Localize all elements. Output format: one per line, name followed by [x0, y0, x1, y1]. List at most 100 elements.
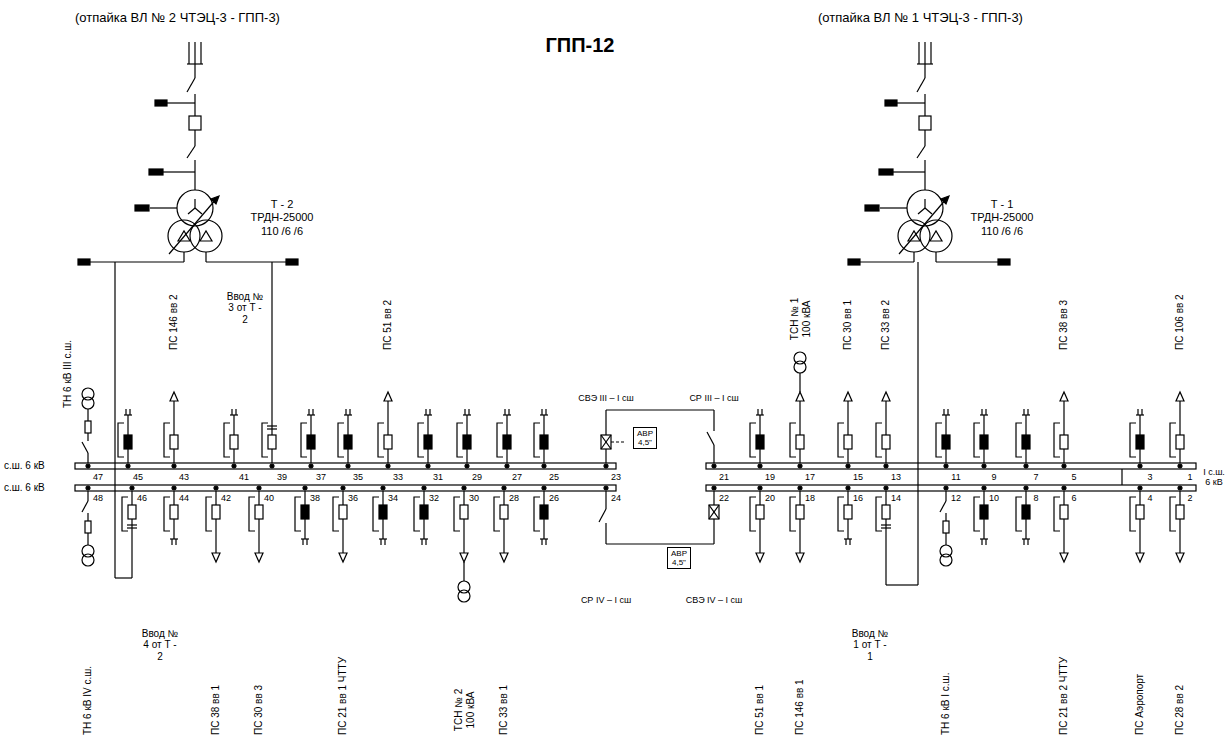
switchgear-cell — [418, 409, 432, 468]
bus-tap-dot — [884, 486, 888, 490]
cable-end — [302, 539, 303, 545]
switchgear-cell — [1054, 392, 1068, 468]
wire — [1139, 415, 1140, 435]
wye-mark — [195, 208, 202, 214]
wire — [87, 409, 88, 421]
withdrawable-bracket — [378, 423, 384, 457]
feeder-label: ПС 51 вв 2 — [382, 300, 394, 350]
circuit-breaker — [540, 505, 548, 519]
wire — [713, 519, 714, 544]
cable-end — [1023, 409, 1024, 415]
cable-end — [301, 538, 309, 539]
current-transformer — [267, 425, 277, 426]
wire — [759, 415, 760, 435]
feeder-label: ПС 51 вв 1 — [754, 685, 766, 735]
node-text: ТРДН-25000 — [251, 211, 314, 224]
cell-number: 36 — [348, 493, 358, 503]
switchgear-cell — [838, 392, 852, 468]
transformer-caption: Т - 1ТРДН-25000110 /6 /6 — [971, 198, 1034, 238]
cell-number: 9 — [991, 472, 996, 482]
bus-tap-dot — [1062, 464, 1066, 468]
cable-end — [463, 414, 471, 415]
circuit-breaker — [980, 435, 988, 449]
wire — [1139, 491, 1140, 505]
cell-number: 44 — [179, 493, 189, 503]
circuit-breaker — [756, 435, 764, 449]
circuit-breaker — [460, 505, 468, 519]
bus-tap-dot — [303, 486, 307, 490]
busbar-section — [706, 485, 1196, 491]
bus-tap-dot — [86, 464, 90, 468]
breaker-cross — [601, 435, 611, 449]
feeder-label: ТСН № 1 100 кВА — [789, 294, 812, 344]
withdrawable-bracket — [454, 497, 460, 531]
wire — [310, 449, 311, 463]
line-end — [930, 42, 931, 64]
cable-end — [124, 414, 132, 415]
cable-end — [540, 538, 548, 539]
cable-end — [503, 414, 511, 415]
circuit-breaker — [344, 435, 352, 449]
busbar-label: с.ш. 6 кВ — [4, 460, 45, 472]
wire — [463, 519, 464, 553]
cable-end — [235, 409, 236, 415]
feeder-arrow — [384, 392, 392, 401]
cell-number: 22 — [719, 493, 729, 503]
circuit-breaker — [189, 116, 201, 130]
cable-end — [380, 539, 381, 545]
neutral-earthing — [150, 207, 177, 208]
switchgear-cell — [1130, 486, 1144, 562]
withdrawable-bracket — [164, 423, 170, 457]
circuit-breaker — [601, 435, 611, 449]
circuit-breaker — [170, 435, 178, 449]
circuit-breaker — [424, 435, 432, 449]
wire — [847, 401, 848, 435]
node-text: АВР 4,5" — [637, 429, 653, 447]
cable-end — [540, 414, 548, 415]
feeder-label: ПС Аэропорт — [1134, 674, 1146, 735]
current-transformer — [881, 527, 891, 528]
bus-tap-dot — [130, 486, 134, 490]
circuit-breaker — [128, 505, 136, 519]
bus-tap-dot — [465, 464, 469, 468]
bus-link — [1121, 469, 1122, 485]
auto-transfer-box: АВР 4,5" — [667, 547, 691, 569]
cell-number: 2 — [1187, 493, 1192, 503]
diagram-title: ГПП-12 — [546, 34, 615, 57]
bus-tap-dot — [758, 486, 762, 490]
feeder-label: ПС 38 вв 1 — [210, 685, 222, 735]
circuit-breaker — [980, 505, 988, 519]
wire — [215, 491, 216, 505]
wire — [1179, 449, 1180, 463]
bus-tap-dot — [1024, 464, 1028, 468]
wire — [1063, 519, 1064, 553]
cell-number: 45 — [133, 472, 143, 482]
cable-end — [849, 539, 850, 545]
switchgear-cell — [599, 486, 608, 544]
wire — [1025, 491, 1026, 505]
switchgear-cell — [709, 486, 719, 544]
circuit-breaker — [301, 505, 309, 519]
bus-tap-dot — [982, 464, 986, 468]
cable-end — [980, 538, 988, 539]
feeder-arrow — [460, 553, 468, 562]
cell-number: 8 — [1033, 493, 1038, 503]
fuse — [943, 521, 949, 533]
bus-tap-dot — [712, 486, 716, 490]
wire — [347, 415, 348, 435]
wire — [205, 252, 206, 262]
disconnector — [599, 509, 606, 522]
switchgear-cell — [750, 409, 764, 468]
wire — [1139, 519, 1140, 553]
feeder-label: СВЭ IV – I сш — [686, 595, 743, 605]
withdrawable-bracket — [1054, 497, 1060, 531]
cell-number: 30 — [469, 493, 479, 503]
bus-tap-dot — [172, 464, 176, 468]
switchgear-cell — [1016, 486, 1030, 545]
tap-changer — [941, 196, 949, 204]
wire — [310, 415, 311, 435]
feeder-arrow — [212, 553, 220, 562]
withdrawable-bracket — [1016, 423, 1022, 457]
cable-end — [231, 409, 232, 415]
circuit-breaker — [1022, 505, 1030, 519]
